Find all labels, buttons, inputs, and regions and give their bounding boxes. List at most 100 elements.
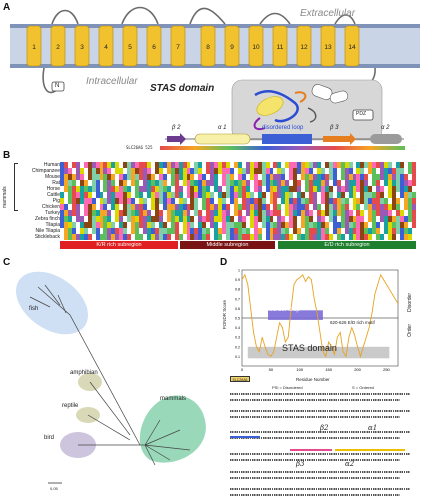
panel-label-d: D [220, 257, 228, 268]
helix-number-2: 2 [56, 44, 60, 51]
phylogenetic-tree [15, 271, 206, 484]
n-terminus-box [51, 81, 65, 92]
alignment-row [60, 222, 416, 228]
alignment-row [60, 228, 416, 234]
species-name: Cattle [46, 192, 60, 198]
residue-line [230, 453, 410, 455]
residue-line [230, 437, 400, 439]
residue-line [230, 416, 400, 418]
lipid-heads-top [10, 24, 420, 28]
mammals-group-label: mammals [2, 186, 8, 208]
alignment-row [60, 192, 416, 198]
alignment-row [60, 180, 416, 186]
beta3-annot: β3 [296, 460, 305, 468]
y-tick-label: 1 [238, 269, 240, 273]
residue-line [230, 410, 410, 412]
alpha2-annot: α2 [345, 460, 355, 468]
helix-number-13: 13 [324, 44, 332, 51]
extracellular-loops [51, 6, 356, 25]
y-tick-label: 0.3 [235, 336, 240, 340]
species-name: Chimpanzee [31, 168, 60, 174]
helix-9 [224, 25, 240, 67]
helix-7 [170, 25, 186, 67]
y-tick-label: 0.1 [235, 355, 240, 359]
alignment-row [60, 234, 416, 240]
species-name: Chicken [41, 204, 60, 210]
ed-motif-text: 620-626 E/D rich motif [330, 320, 375, 325]
y-tick-label: 0.6 [235, 307, 240, 311]
sequence-strip [160, 146, 405, 150]
species-name: Zebra finch [34, 216, 60, 222]
x-tick-label: 150 [325, 367, 332, 372]
pink-underline [290, 449, 332, 451]
residue-line [230, 431, 410, 433]
helix-10 [248, 25, 264, 67]
x-tick-label: 0 [241, 367, 244, 372]
y-tick-label: 0.9 [235, 278, 240, 282]
species-name: Pig [52, 198, 60, 204]
y-axis-ticks: 0.10.20.30.40.50.60.70.80.91 [235, 269, 240, 359]
sequence-start-label: SLC26A6 525 [126, 145, 153, 150]
stas-structure [253, 84, 349, 131]
species-name: Nile Tilapia [35, 228, 60, 234]
blue-underline [230, 436, 260, 438]
order-side-label: Order [407, 324, 413, 337]
species-name: Human [43, 162, 60, 168]
tree-branches [29, 284, 191, 466]
helix-number-5: 5 [128, 44, 132, 51]
helix-6 [146, 25, 162, 67]
alignment-row [60, 210, 416, 216]
secondary-structure-bar [165, 133, 404, 145]
x-axis-label: Residue Number [296, 377, 330, 382]
x-tick-label: 50 [269, 367, 274, 372]
x-tick-label: 100 [296, 367, 303, 372]
helix-3 [74, 25, 90, 67]
pondr-series-line [241, 273, 399, 358]
yellow-underline [335, 449, 405, 451]
helix-number-10: 10 [252, 44, 260, 51]
stas-domain-box [247, 346, 390, 359]
alpha1-label: α 1 [218, 125, 227, 131]
alignment-row [60, 168, 416, 174]
mammals-cluster [139, 395, 206, 463]
stas-domain-text: STAS domain [282, 343, 337, 353]
x-tick-label: 200 [354, 367, 361, 372]
y-tick-label: 0.7 [235, 297, 240, 301]
y-tick-label: 0.4 [235, 326, 240, 330]
tree-label-amphibian: amphibian [70, 370, 98, 376]
tree-label-bird: bird [44, 435, 55, 441]
helix-5 [122, 25, 138, 67]
helix-number-11: 11 [277, 44, 284, 51]
residue-line [230, 488, 410, 490]
helix-11 [272, 25, 288, 67]
middle-subregion-bar: Middle subregion [180, 241, 275, 249]
alpha2-label: α 2 [381, 125, 390, 131]
panel-label-a: A [3, 2, 11, 13]
legend-right: S = Ordered [352, 385, 374, 390]
alignment-row [60, 198, 416, 204]
y-tick-label: 0.5 [235, 317, 240, 321]
alignment-row [60, 174, 416, 180]
ed-subregion-bar: E/D rich subregion [278, 241, 416, 249]
species-name: Rat [52, 180, 60, 186]
beta2-annot: β2 [320, 424, 329, 432]
helix-number-3: 3 [80, 44, 84, 51]
helix-4 [98, 25, 114, 67]
helix-number-7: 7 [176, 44, 180, 51]
tree-label-fish: fish [29, 306, 39, 312]
kr-subregion-bar: K/R rich subregion [60, 241, 178, 249]
helix-number-1: 1 [32, 44, 36, 51]
helix-number-8: 8 [206, 44, 210, 51]
species-name: Turkey [44, 210, 60, 216]
helix-13 [320, 25, 336, 67]
beta3-label: β 3 [330, 125, 339, 131]
alignment-row [60, 204, 416, 210]
species-name: Horse [46, 186, 60, 192]
beta2-label: β 2 [172, 125, 181, 131]
intracellular-label: Intracellular [86, 76, 138, 87]
species-name: Mouse [44, 174, 60, 180]
species-name: Tilapia [45, 222, 60, 228]
helix-number-4: 4 [104, 44, 108, 51]
